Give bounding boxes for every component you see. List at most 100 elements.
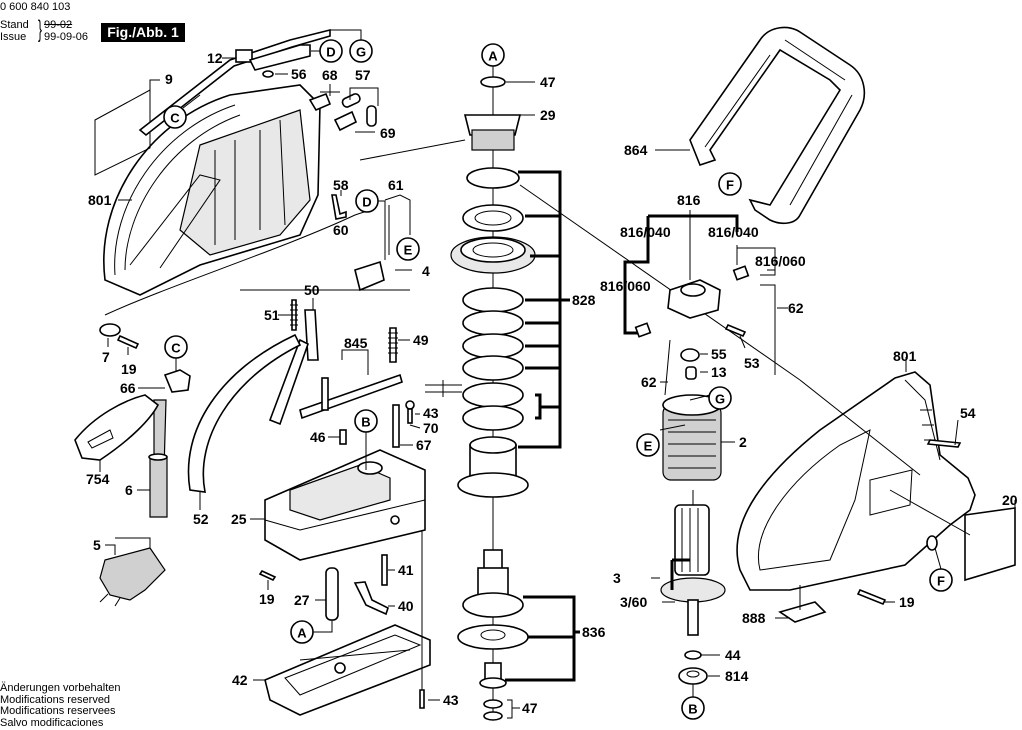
wire-62a (760, 284, 776, 375)
svg-text:G: G (356, 45, 366, 60)
ref-circle-F-right: F (929, 568, 953, 592)
label-62a: 62 (788, 300, 804, 316)
label-sheet-9 (94, 89, 151, 176)
bracket-836 (505, 595, 580, 682)
stand-date: 99-02 (44, 19, 73, 31)
cable-clamp-66 (163, 369, 191, 393)
label-43a: 43 (423, 405, 439, 421)
plug-5 (99, 547, 166, 601)
label-61: 61 (388, 177, 404, 193)
ref-circle-F-handle: F (718, 172, 742, 196)
ref-circle-D-top: D (319, 39, 343, 63)
label-42: 42 (232, 672, 248, 688)
label-801-right: 801 (893, 348, 917, 364)
issue-label: Issue (0, 31, 27, 43)
wire-61 (384, 194, 411, 235)
handle-864 (689, 26, 866, 225)
label-828: 828 (572, 292, 596, 308)
washer-44 (684, 650, 702, 660)
part-13 (685, 366, 697, 380)
bracket-828 (518, 170, 570, 449)
part-58 (331, 194, 347, 220)
label-845: 845 (344, 335, 368, 351)
label-43b: 43 (443, 692, 459, 708)
label-4: 4 (422, 263, 430, 279)
ref-circle-A-top: A (481, 43, 505, 67)
label-51: 51 (264, 307, 280, 323)
svg-text:F: F (726, 178, 734, 193)
housing-left-801 (103, 84, 321, 296)
ref-circle-G-top: G (349, 39, 373, 63)
ref-circle-E-left: E (396, 237, 420, 261)
switch-4 (354, 260, 385, 292)
label-816-040-b: 816/040 (708, 224, 759, 240)
label-70: 70 (423, 420, 439, 436)
rod-60 (104, 209, 371, 316)
label-67: 67 (416, 437, 432, 453)
housing-right-801 (736, 371, 976, 591)
washer-47a (480, 76, 506, 88)
label-19c: 19 (899, 594, 915, 610)
wire-62b (664, 339, 671, 396)
label-7: 7 (102, 349, 110, 365)
label-47a: 47 (540, 74, 556, 90)
label-55: 55 (711, 346, 727, 362)
svg-text:A: A (488, 49, 498, 64)
label-13: 13 (711, 364, 727, 380)
screw-41 (381, 554, 388, 586)
label-66: 66 (120, 380, 136, 396)
label-836: 836 (582, 624, 606, 640)
foot-888 (778, 601, 827, 623)
ref-circle-A-left: A (290, 620, 314, 644)
pin-46 (339, 429, 347, 445)
label-816-040-a: 816/040 (620, 224, 671, 240)
svg-text:G: G (715, 392, 725, 407)
cable-holder-754 (74, 394, 160, 461)
stator-2 (662, 394, 722, 481)
guard-52 (187, 333, 302, 493)
part-number-labels: 12 9 56 68 57 69 801 58 61 60 4 50 51 84… (86, 50, 1018, 716)
label-60: 60 (333, 222, 349, 238)
reference-markers: G D C D E C B A A F G E B F (163, 29, 953, 720)
disc-836 (457, 624, 529, 650)
part-69 (333, 110, 358, 132)
label-53: 53 (744, 355, 760, 371)
label-68: 68 (322, 67, 338, 83)
svg-text:C: C (171, 341, 181, 356)
label-814: 814 (725, 668, 749, 684)
part-68 (308, 92, 332, 112)
bearing-814 (678, 667, 708, 685)
ref-circle-E-right: E (636, 433, 660, 457)
armature-3 (660, 490, 726, 636)
svg-text:E: E (404, 243, 413, 258)
screw-43b (419, 689, 425, 709)
brace-glyph: } (38, 16, 43, 43)
stand-label: Stand (0, 19, 29, 31)
ref-circle-D-mid: D (355, 189, 379, 213)
label-29: 29 (540, 107, 556, 123)
base-plate-42 (264, 624, 431, 716)
ref-circle-C-mid: C (164, 335, 188, 359)
label-27: 27 (294, 592, 310, 608)
label-44: 44 (725, 647, 741, 663)
note-es: Salvo modificaciones (0, 716, 104, 729)
svg-text:C: C (170, 111, 180, 126)
screw-19b (258, 569, 277, 582)
ref-circle-C-top: C (163, 105, 187, 129)
svg-text:F: F (937, 574, 945, 589)
label-5: 5 (93, 537, 101, 553)
note-de: Änderungen vorbehalten (0, 682, 121, 694)
screw-54 (926, 439, 962, 448)
part-7 (99, 323, 121, 337)
label-41: 41 (398, 562, 414, 578)
note-fr: Modifications reservees (0, 705, 116, 717)
label-40: 40 (398, 598, 414, 614)
label-62b: 62 (641, 374, 657, 390)
label-19b: 19 (259, 591, 275, 607)
label-19a: 19 (121, 361, 137, 377)
screw-53 (724, 323, 747, 338)
label-816: 816 (677, 192, 701, 208)
svg-text:D: D (326, 45, 335, 60)
label-6: 6 (125, 482, 133, 498)
lever-arm (268, 338, 309, 426)
